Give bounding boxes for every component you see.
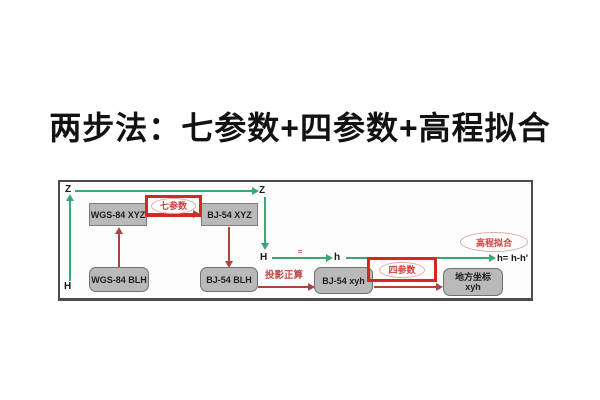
node-wgs84-blh: WGS-84 BLH <box>89 267 149 292</box>
wgs-blh-to-xyz-arrowhead-icon <box>115 227 123 234</box>
bj-xyz-to-blh-arrowhead-icon <box>225 261 233 268</box>
node-wgs84-xyz: WGS-84 XYZ <box>89 203 147 226</box>
label-h-result: h= h-h' <box>497 253 529 264</box>
node-bj54-blh-label: BJ-54 BLH <box>206 274 252 285</box>
label-h-mid: H <box>260 252 268 263</box>
projection-arrowhead-icon <box>308 283 315 291</box>
bj-xyz-to-blh-arrow-line <box>228 227 230 262</box>
label-z-right: Z <box>259 185 266 196</box>
z-to-h-right-arrowhead-icon <box>261 243 269 250</box>
h-axis-left-arrowhead-icon <box>66 194 74 201</box>
annotation-four-param: 四参数 <box>367 257 437 282</box>
node-local-coord-label: 地方坐标 <box>454 272 491 282</box>
seven-param-ellipse: 七参数 <box>150 198 196 214</box>
label-h-left: H <box>64 281 72 292</box>
node-wgs84-blh-label: WGS-84 BLH <box>91 274 147 285</box>
z-axis-top-arrow-line <box>75 190 253 192</box>
node-bj54-xyh-label: BJ-54 xyh <box>322 275 365 286</box>
diagram-frame: Z Z H H h h= h-h' ≈ WGS-84 XYZ <box>58 180 533 301</box>
approx-symbol: ≈ <box>298 247 303 256</box>
node-bj54-xyz-label: BJ-54 XYZ <box>207 209 252 220</box>
h-axis-left-arrow-line <box>69 199 71 281</box>
node-bj54-xyz: BJ-54 XYZ <box>201 203 258 226</box>
annotation-projection-forward: 投影正算 <box>265 270 304 281</box>
z-axis-top-arrowhead-icon <box>252 187 259 195</box>
page-title: 两步法：七参数+四参数+高程拟合 <box>49 110 551 146</box>
node-bj54-xyh: BJ-54 xyh <box>314 267 373 294</box>
annotation-seven-param: 七参数 <box>145 195 202 217</box>
node-wgs84-xyz-label: WGS-84 XYZ <box>90 209 146 220</box>
node-local-coord: 地方坐标 xyh <box>443 268 503 296</box>
h-to-result-arrowhead-icon <box>489 254 496 262</box>
wgs-blh-to-xyz-arrow-line <box>118 232 120 267</box>
label-z-left: Z <box>65 184 72 195</box>
node-local-coord-sublabel: xyh <box>465 282 481 292</box>
z-to-h-right-arrow-line <box>264 197 266 244</box>
h-to-h-arrowhead-icon <box>326 254 333 262</box>
annotation-elevation-fitting: 高程拟合 <box>460 232 528 252</box>
four-param-arrow-line <box>374 286 438 288</box>
node-bj54-blh: BJ-54 BLH <box>200 267 258 292</box>
four-param-ellipse: 四参数 <box>379 261 425 278</box>
four-param-arrowhead-icon <box>436 283 443 291</box>
projection-arrow-line <box>258 286 310 288</box>
h-to-h-arrow-line <box>272 257 327 259</box>
label-h-lower: h <box>334 252 341 263</box>
